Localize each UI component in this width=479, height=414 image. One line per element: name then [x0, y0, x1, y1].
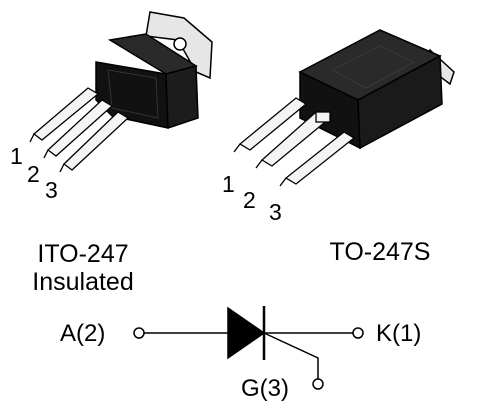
ito247-lead-3	[59, 111, 130, 173]
scr-schematic-symbol: A(2) K(1) G(3)	[60, 306, 421, 402]
to247s-name-label: TO-247S	[330, 238, 431, 266]
to247s-lead-3	[279, 131, 356, 187]
ito247-package: 1 2 3	[10, 11, 213, 203]
gate-label: G(3)	[241, 375, 289, 402]
to247s-package: 1 2 3	[222, 29, 455, 225]
to247s-pin-3-label: 3	[269, 199, 282, 225]
cathode-label: K(1)	[376, 320, 421, 347]
to247s-lead-1	[233, 97, 308, 153]
gate-wire	[263, 332, 319, 379]
to247s-lead-2	[255, 111, 332, 169]
thyristor-triangle	[227, 306, 266, 360]
anode-label: A(2)	[60, 320, 105, 347]
ito247-lead-1	[29, 87, 100, 143]
ito247-pin-1-label: 1	[10, 143, 23, 169]
ito247-lead-2	[43, 99, 114, 159]
ito247-name-label: ITO-247	[37, 240, 128, 268]
to247s-body-side	[357, 54, 443, 150]
ito247-body-side	[165, 65, 199, 130]
gate-terminal	[312, 378, 324, 390]
to247s-pin-1-label: 1	[222, 171, 235, 197]
ito247-subtitle-label: Insulated	[32, 268, 133, 296]
ito247-mounting-hole	[173, 37, 187, 51]
to247s-pin-2-label: 2	[243, 187, 256, 213]
to247s-top-recess	[330, 45, 416, 89]
cathode-terminal	[352, 327, 364, 339]
anode-terminal	[133, 327, 145, 339]
ito247-pin-3-label: 3	[45, 177, 58, 203]
ito247-pin-2-label: 2	[27, 161, 40, 187]
ito247-face-recess	[107, 69, 159, 119]
